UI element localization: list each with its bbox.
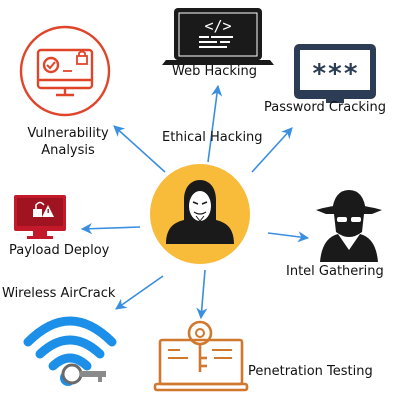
vulnerability-monitor-icon — [19, 25, 111, 117]
password-cracking-label: Password Cracking — [264, 100, 387, 115]
svg-text:***: *** — [312, 59, 359, 89]
arrow-to-vulnerability-analysis — [113, 125, 166, 173]
vulnerability-analysis-label-line2: Analysis — [41, 143, 95, 158]
arrow-to-penetration-testing — [196, 269, 208, 320]
spy-icon — [316, 190, 382, 262]
arrow-to-intel-gathering — [267, 231, 310, 243]
password-screen-icon: *** — [294, 44, 376, 103]
penetration-testing-label: Penetration Testing — [248, 364, 373, 379]
center-title: Ethical Hacking — [162, 130, 263, 145]
connector-arrows — [80, 84, 310, 320]
web-hacking-label: Web Hacking — [172, 64, 257, 79]
arrow-to-payload-deploy — [80, 223, 141, 235]
svg-text:</>: </> — [204, 17, 231, 35]
hacker-mask-icon — [150, 164, 250, 264]
arrow-to-web-hacking — [207, 84, 223, 163]
wifi-key-icon — [23, 316, 117, 386]
arrow-to-wireless-aircrack — [115, 275, 164, 310]
key-laptop-icon — [153, 320, 249, 392]
intel-gathering-label: Intel Gathering — [286, 264, 384, 279]
laptop-code-icon: </> — [162, 8, 274, 65]
warning-monitor-icon — [14, 195, 66, 239]
payload-deploy-label: Payload Deploy — [9, 243, 110, 258]
arrow-to-password-cracking — [251, 127, 293, 173]
vulnerability-analysis-label-line1: Vulnerability — [27, 126, 109, 141]
wireless-aircrack-label: Wireless AirCrack — [2, 286, 116, 301]
